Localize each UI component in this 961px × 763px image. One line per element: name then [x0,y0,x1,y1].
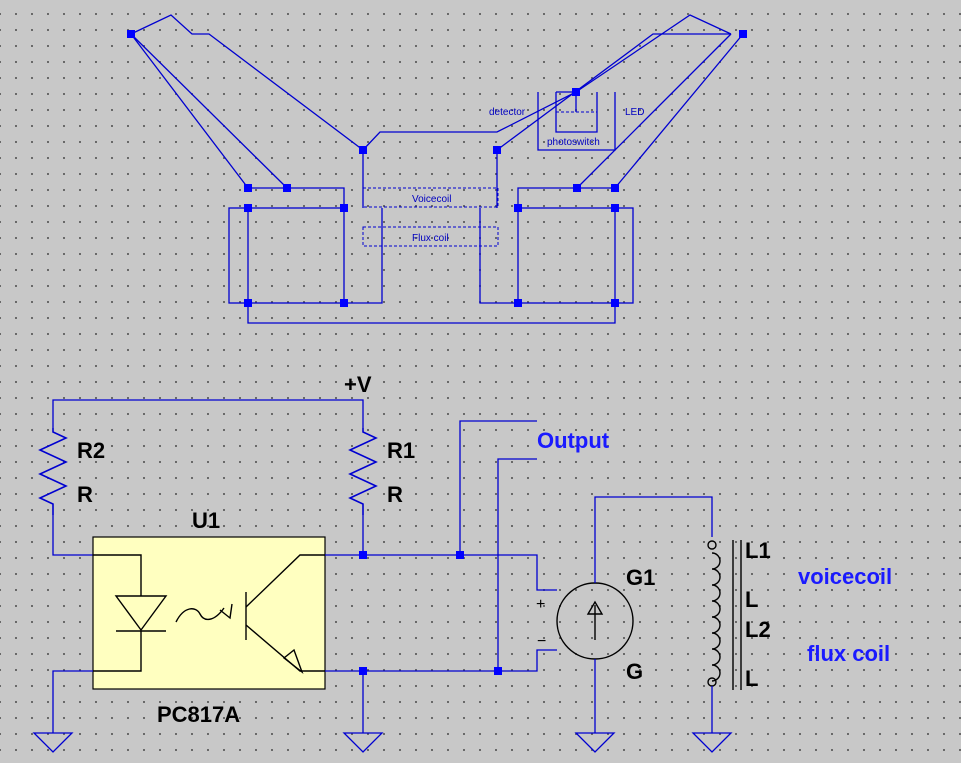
u1-part: PC817A [157,702,240,727]
schematic-nodes [359,551,502,675]
right-cone [496,33,690,151]
left-arm-inner [130,33,249,189]
g1-minus: − [537,633,546,650]
emitter-net[interactable] [325,649,557,672]
right-magnet [517,207,634,304]
led-label: LED [625,107,644,118]
optocoupler-u1[interactable]: U1 PC817A [92,508,326,727]
g1-value: G [626,659,643,684]
left-pole [344,208,383,304]
r1-ref: R1 [387,438,415,463]
l1-dot [707,540,717,550]
led-anode-wire [93,554,142,596]
emitter-arrow [282,648,304,675]
u1-ground-wire [52,670,93,733]
supply-label: +V [344,372,372,397]
detector-label: detector [489,107,526,118]
resistor-r1[interactable]: R1 R [348,428,415,515]
generator-g1[interactable]: + − G1 G [536,565,655,684]
left-arm-outer [130,33,288,189]
collector-net[interactable] [325,554,557,591]
g1-ref: G1 [626,565,655,590]
g1-arrow-head [586,600,604,615]
bottom-frame [247,303,616,324]
light-icon [175,607,225,623]
photoswitch-housing [537,92,616,151]
photoswitch-label: photoswitch [547,137,600,148]
u1-ref: U1 [192,508,220,533]
g1-plus: + [536,596,545,613]
ground-symbol-3 [574,732,616,753]
flux-coil-net-label: flux coil [807,641,890,666]
l1-ref: L1 [745,538,771,563]
l1-value: L [745,587,758,612]
l2-dot [707,677,717,687]
resistor-r2[interactable]: R2 R [38,428,105,515]
voicecoil-label: Voicecoil [412,194,451,205]
mechanism-drawing: detector LED photoswitch Voicecoil Flux … [127,14,747,324]
arm-top-wire [130,14,732,151]
light-arrow-head [219,603,233,620]
output-wire-bottom[interactable] [497,458,537,671]
left-magnet [228,207,345,304]
l2-value: L [745,666,758,691]
output-wire-top[interactable] [459,420,537,555]
flux-coil-label: Flux coil [412,233,449,244]
ground-symbol-4 [691,732,733,753]
left-top-edge [248,187,345,208]
supply-rail[interactable] [52,399,364,428]
u1-body [92,536,326,690]
output-label: Output [537,428,610,453]
l2-ref: L2 [745,617,771,642]
r2-value: R [77,482,93,507]
transistor-collector [245,554,325,608]
inductor-winding [711,552,721,682]
flux-coil-box [362,226,499,247]
right-pole [479,208,518,304]
r2-to-u1 [52,515,93,556]
voicecoil-box [362,187,499,208]
g1-to-l1 [594,496,713,583]
right-top-edge [517,187,615,208]
right-arm-outer [614,33,744,189]
r1-value: R [387,482,403,507]
led-triangle [114,595,168,632]
ground-symbol-1 [32,732,74,753]
mechanism-nodes [127,30,747,307]
voicecoil-net-label: voicecoil [798,564,892,589]
r2-ref: R2 [77,438,105,463]
led-cathode-wire [93,631,142,672]
electrical-schematic: +V R2 R R1 R U1 PC817A [32,372,892,753]
right-arm-inner [576,33,732,189]
coupled-inductors[interactable]: L1 L L2 L [707,538,771,691]
ground-symbol-2 [342,732,384,753]
